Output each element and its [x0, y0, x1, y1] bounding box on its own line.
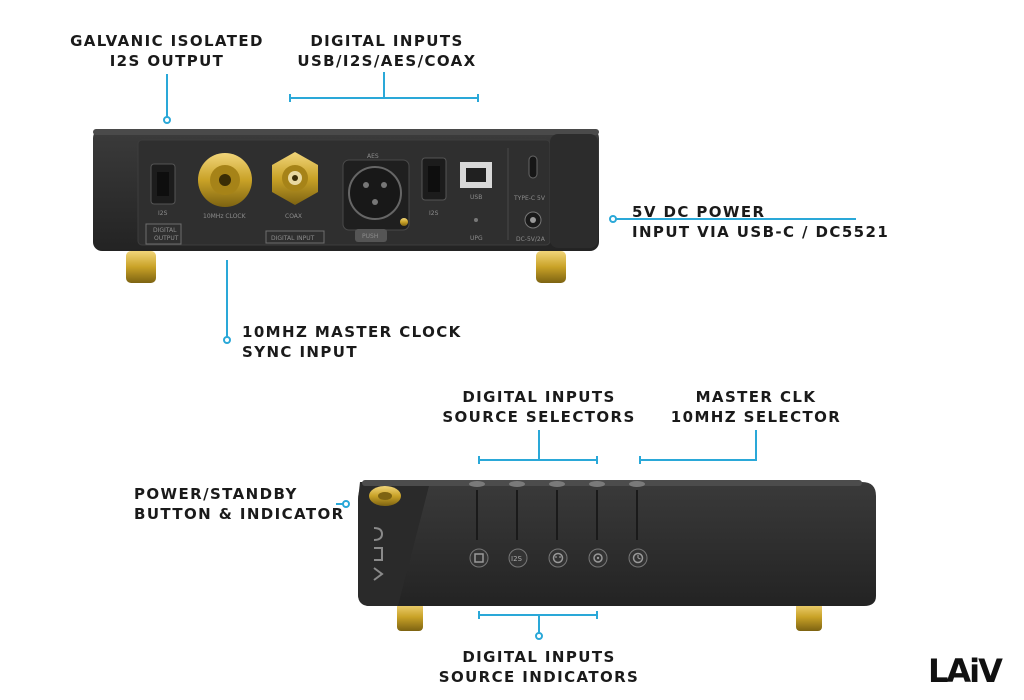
- label-digital-output-2: OUTPUT: [154, 235, 179, 242]
- side-brand-marks: [373, 527, 384, 581]
- leader-digital-inputs-bar: [289, 97, 479, 99]
- top-selector-buttons: [469, 481, 645, 487]
- label-i2s-in: I2S: [429, 210, 439, 217]
- label-aes: AES: [367, 153, 379, 160]
- coax-rca-connector: [272, 152, 318, 205]
- leader-power-dot: [342, 500, 350, 508]
- leader-clk-stem: [755, 430, 757, 460]
- label-clock: 10MHz CLOCK: [203, 213, 247, 220]
- callout-digital-inputs: DIGITAL INPUTS USB/I2S/AES/COAX: [297, 32, 477, 70]
- label-push: PUSH: [362, 233, 378, 240]
- leader-indicators-tick-left: [478, 611, 480, 619]
- label-digital-input: DIGITAL INPUT: [271, 235, 315, 242]
- leader-indicators-dot: [535, 632, 543, 640]
- callout-master-clk-selector: MASTER CLK 10MHZ SELECTOR: [670, 388, 842, 426]
- usb-indicator-icon: [469, 548, 489, 568]
- feet: [126, 251, 822, 631]
- brand-logo: LAiV: [928, 652, 1003, 690]
- label-coax: COAX: [285, 213, 302, 220]
- leader-digital-inputs-tick-right: [477, 94, 479, 102]
- label-upg: UPG: [470, 235, 483, 242]
- leader-indicators-tick-right: [596, 611, 598, 619]
- leader-master-clock-dot: [223, 336, 231, 344]
- label-i2s-out: I2S: [158, 210, 168, 217]
- leader-digital-inputs-tick-left: [289, 94, 291, 102]
- aes-indicator-icon: [548, 548, 568, 568]
- leader-indicators-stem: [538, 615, 540, 637]
- leader-selectors-stem: [538, 430, 540, 460]
- upg-pinhole: [474, 218, 478, 222]
- leader-clk-tick: [639, 456, 641, 464]
- callout-power-standby: POWER/STANDBY BUTTON & INDICATOR: [134, 485, 345, 523]
- leader-selectors-tick-left: [478, 456, 480, 464]
- leader-galvanic: [166, 74, 168, 120]
- i2s-indicator-icon: I2S: [508, 548, 528, 568]
- coax-indicator-icon: [588, 548, 608, 568]
- leader-master-clock: [226, 260, 228, 338]
- usb-b-port: [460, 162, 492, 188]
- leader-power: [336, 503, 344, 505]
- callout-master-clock-input: 10MHZ MASTER CLOCK SYNC INPUT: [242, 323, 462, 361]
- power-standby-button: [369, 486, 401, 506]
- callout-galvanic-i2s-output: GALVANIC ISOLATED I2S OUTPUT: [70, 32, 264, 70]
- bnc-clock-connector: [198, 153, 252, 207]
- usb-c-power-port: [528, 155, 538, 179]
- label-usb: USB: [470, 194, 482, 201]
- leader-clk-bar: [639, 459, 757, 461]
- hdmi-i2s-output-port: [145, 163, 182, 245]
- label-digital-output-1: DIGITAL: [153, 227, 177, 234]
- leader-galvanic-dot: [163, 116, 171, 124]
- callout-source-indicators: DIGITAL INPUTS SOURCE INDICATORS: [438, 648, 640, 686]
- leader-selectors-tick-right: [596, 456, 598, 464]
- leader-selectors-bar: [478, 459, 598, 461]
- aes-xlr-connector: AES PUSH: [342, 153, 410, 242]
- i2s-indicator-label: I2S: [511, 555, 523, 563]
- dc-barrel-jack: [524, 211, 542, 229]
- front-chassis: [358, 480, 876, 606]
- hdmi-i2s-input-port: [421, 157, 447, 201]
- leader-digital-inputs-stem: [383, 72, 385, 98]
- label-typec: TYPE-C 5V: [513, 195, 546, 202]
- digital-input-box: [265, 230, 325, 244]
- callout-source-selectors: DIGITAL INPUTS SOURCE SELECTORS: [442, 388, 636, 426]
- label-dc: DC-5V/2A: [516, 236, 546, 243]
- indicator-guide-lines: [476, 490, 638, 540]
- clock-indicator-icon: [628, 548, 648, 568]
- leader-dc-power: [616, 218, 856, 220]
- callout-dc-power: 5V DC POWER INPUT VIA USB-C / DC5521: [632, 203, 890, 241]
